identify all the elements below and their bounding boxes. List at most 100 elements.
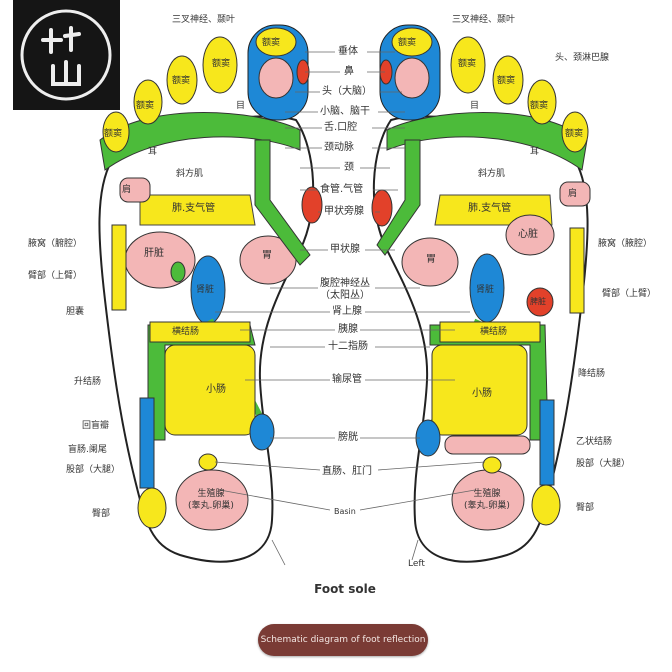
label-nose: 鼻 [344, 66, 354, 77]
label-sinus-right-toe4: 额窦 [530, 101, 549, 111]
right-shoulder [559, 181, 591, 207]
label-upper-arm-left: 臂部（上臂） [28, 271, 83, 281]
right-stomach [401, 237, 459, 287]
right-thigh-bar [539, 399, 555, 486]
label-rectum: 直肠、肛门 [322, 466, 372, 477]
label-cerebellum: 小脑、脑干 [320, 106, 370, 117]
left-gonad [175, 469, 249, 531]
label-pituitary: 垂体 [338, 46, 358, 57]
label-eye-left: 目 [236, 101, 246, 111]
label-trapezius-right: 斜方肌 [478, 169, 506, 179]
label-sinus-right-bigtoe: 额窦 [398, 38, 417, 48]
label-head-lymph: 头、颈淋巴腺 [555, 53, 610, 63]
label-neck: 颈 [344, 162, 354, 173]
label-sinus-left-toe5: 额窦 [104, 129, 123, 139]
label-shoulder-right: 肩 [568, 189, 578, 199]
label-pancreas: 胰腺 [338, 324, 358, 335]
caption-foot-sole: Foot sole [314, 582, 376, 596]
left-toe-5 [102, 111, 130, 153]
left-toe-4 [133, 79, 163, 125]
label-sinus-left-toe2: 额窦 [212, 59, 231, 69]
label-armpit-left: 腋窝（腑腔） [28, 239, 83, 249]
left-big-toe-head [258, 57, 294, 99]
right-small-intestine [431, 344, 528, 436]
label-left-foot-side: Left [408, 559, 425, 569]
label-sinus-left-toe3: 额窦 [172, 76, 191, 86]
label-solar-plexus: 腹腔神经丛 （太阳丛） [320, 278, 370, 301]
label-sinus-left-toe4: 额窦 [136, 101, 155, 111]
left-arm-bar [111, 224, 127, 311]
label-ureter: 输尿管 [332, 374, 362, 385]
right-arm-bar [569, 227, 585, 314]
label-gonad-left: 生殖腺 (睾丸.卵巢) [188, 489, 234, 511]
label-eye-right: 目 [470, 101, 480, 111]
label-lung-left: 肺.支气管 [172, 203, 216, 214]
label-appendix: 盲肠.阑尾 [68, 445, 107, 455]
right-neck-green [376, 139, 421, 256]
label-hip-right: 臀部 [576, 503, 595, 513]
label-thyroid: 甲状腺 [330, 244, 360, 255]
brand-logo [13, 0, 120, 110]
label-upper-arm-right: 臂部（上臂） [602, 289, 657, 299]
label-sinus-right-toe3: 额窦 [497, 76, 516, 86]
label-thigh-left: 股部（大腿） [66, 465, 121, 475]
left-liver [124, 231, 196, 289]
right-transverse-label-band [439, 321, 541, 343]
label-small-intestine-left: 小肠 [206, 384, 226, 395]
label-transverse-left: 横结肠 [172, 327, 200, 337]
label-gallbladder: 胆囊 [66, 307, 85, 317]
label-basin: Basin [334, 507, 356, 516]
right-toe-2 [450, 36, 486, 94]
label-hip-left: 臀部 [92, 509, 111, 519]
label-esophagus: 食管.气管 [320, 184, 364, 195]
label-trigeminal-right: 三叉神经、颞叶 [452, 15, 516, 25]
label-sinus-right-toe5: 额窦 [565, 129, 584, 139]
left-green-arc [99, 112, 301, 171]
diagram-title-banner: Schematic diagram of foot reflection [258, 624, 428, 656]
right-toe-3 [492, 55, 524, 105]
label-armpit-right: 腋窝（腋腔） [598, 239, 653, 249]
right-heart [505, 214, 555, 256]
label-ear-right: 耳 [530, 147, 540, 157]
left-transverse-label-band [149, 321, 251, 343]
label-thigh-right: 股部（大腿） [576, 459, 631, 469]
right-spleen [526, 287, 554, 317]
logo-seal-icon [20, 9, 112, 101]
right-toe-5 [561, 111, 589, 153]
right-big-toe-head [394, 57, 430, 99]
leader-lines [214, 51, 486, 566]
label-ear-left: 耳 [148, 147, 158, 157]
label-stomach-left: 胃 [262, 250, 272, 261]
right-big-toe-sinus [391, 27, 433, 57]
label-transverse-right: 横结肠 [480, 327, 508, 337]
right-parathyroid [371, 189, 393, 227]
left-bladder [249, 413, 275, 451]
right-green-arc [386, 112, 588, 171]
left-big-toe-sinus [255, 27, 297, 57]
label-gonad-right: 生殖腺 (睾丸.卵巢) [464, 489, 510, 511]
label-heart: 心脏 [518, 229, 538, 240]
right-toe-4 [527, 79, 557, 125]
label-ascending-colon: 升结肠 [74, 377, 102, 387]
label-shoulder-left: 肩 [122, 185, 132, 195]
left-parathyroid [301, 186, 323, 224]
label-neck-artery: 颈动脉 [324, 142, 354, 153]
left-small-intestine [164, 344, 256, 436]
left-toe-2 [202, 36, 238, 94]
right-foot [371, 24, 591, 563]
label-head: 头（大脑） [322, 86, 372, 97]
right-hip [531, 484, 561, 526]
label-kidney-left: 肾脏 [196, 285, 215, 295]
label-trigeminal-left: 三叉神经、颞叶 [172, 15, 236, 25]
left-thigh-bar [139, 397, 155, 489]
left-yellow-band [139, 194, 256, 226]
label-stomach-right: 胃 [426, 254, 436, 265]
label-kidney-right: 肾脏 [476, 285, 495, 295]
label-duodenum: 十二指肠 [328, 341, 368, 352]
right-sigmoid [444, 435, 531, 455]
label-trapezius-left: 斜方肌 [176, 169, 204, 179]
label-descending-colon: 降结肠 [578, 369, 606, 379]
label-bladder: 膀胱 [338, 432, 358, 443]
